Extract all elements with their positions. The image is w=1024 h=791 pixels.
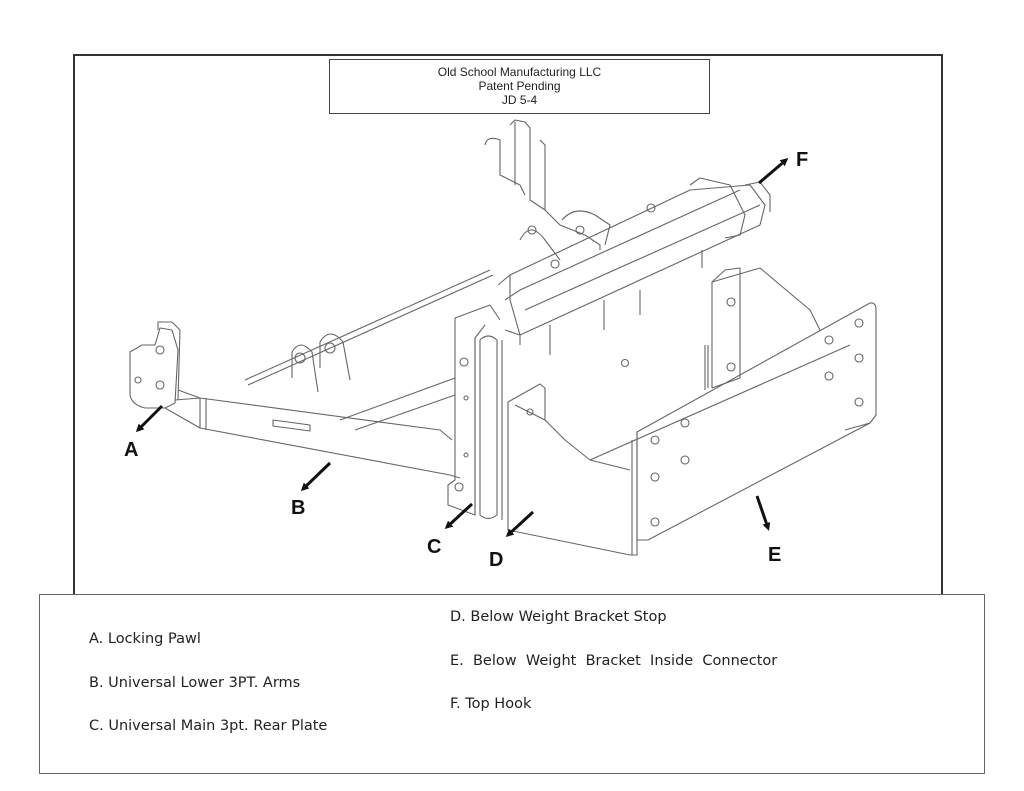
- model-number: JD 5-4: [501, 93, 538, 107]
- legend-item-a: A. Locking Pawl: [89, 631, 201, 647]
- arrow-c: [444, 502, 474, 530]
- side-bracket-part: [620, 267, 821, 390]
- company-name: Old School Manufacturing LLC: [437, 65, 602, 79]
- arrow-a: [135, 404, 164, 433]
- top-hook-part: [484, 119, 611, 261]
- legend-item-b: B. Universal Lower 3PT. Arms: [89, 675, 301, 691]
- clevis-tabs: [291, 333, 351, 393]
- weight-bracket-plate-part: [630, 302, 877, 556]
- arrow-d: [505, 510, 535, 538]
- callout-label-b: B: [291, 497, 305, 519]
- legend-item-c: C. Universal Main 3pt. Rear Plate: [89, 718, 328, 734]
- callout-label-d: D: [489, 549, 503, 571]
- callout-label-f: F: [796, 149, 808, 171]
- weight-bracket-stop-part: [507, 344, 851, 556]
- rear-plate-part: [447, 304, 503, 520]
- arrow-b: [300, 461, 332, 492]
- drawing-frame: [73, 54, 943, 614]
- parts-legend: A. Locking Pawl B. Universal Lower 3PT. …: [39, 594, 985, 774]
- locking-pawl-part: [129, 321, 181, 409]
- arrow-f: [758, 158, 789, 185]
- arrow-e: [755, 495, 771, 531]
- legend-item-d: D. Below Weight Bracket Stop: [450, 609, 667, 625]
- top-beam-part: [497, 177, 771, 355]
- frame-assembly: [129, 119, 877, 556]
- lower-arm-part: [164, 269, 494, 479]
- callout-label-e: E: [768, 544, 781, 566]
- legend-item-f: F. Top Hook: [450, 696, 532, 712]
- patent-status: Patent Pending: [478, 79, 561, 93]
- callout-label-c: C: [427, 536, 441, 558]
- legend-item-e: E. Below Weight Bracket Inside Connector: [450, 653, 778, 669]
- title-block: Old School Manufacturing LLC Patent Pend…: [329, 59, 710, 114]
- callout-label-a: A: [124, 439, 138, 461]
- callout-arrows: [135, 158, 789, 538]
